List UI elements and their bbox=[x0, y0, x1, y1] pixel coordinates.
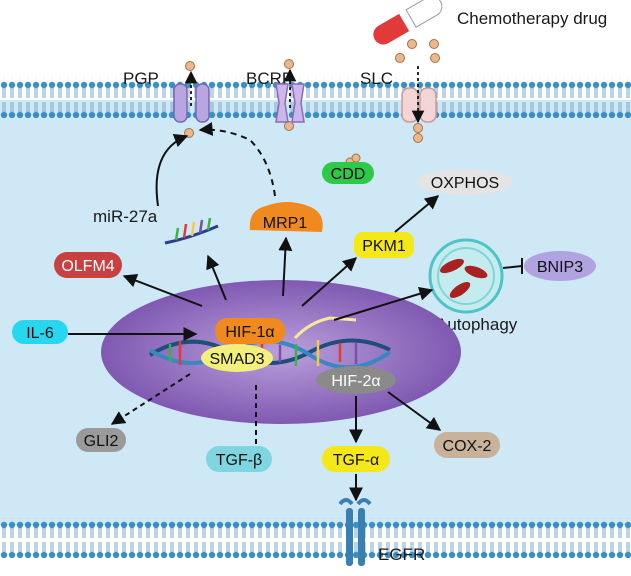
egfr-label: EGFR bbox=[378, 545, 425, 564]
cdd-node: CDD bbox=[322, 162, 374, 184]
arrows bbox=[68, 122, 442, 502]
pgp-label: PGP bbox=[123, 69, 159, 88]
cox2-node: COX-2 bbox=[434, 432, 500, 458]
smad3-node: SMAD3 bbox=[201, 344, 273, 372]
oxphos-node: OXPHOS bbox=[417, 169, 513, 195]
tgfa-node: TGF-α bbox=[322, 446, 390, 472]
tgfb-label: TGF-β bbox=[216, 452, 263, 469]
bnip3-node: BNIP3 bbox=[524, 251, 596, 281]
tgfb-node: TGF-β bbox=[206, 446, 272, 472]
pkm1-node: PKM1 bbox=[354, 232, 414, 258]
egfr-receptor-icon bbox=[338, 498, 372, 566]
plasma-membrane-bottom bbox=[0, 518, 631, 558]
hif2a-node: HIF-2α bbox=[316, 366, 396, 394]
plasma-membrane-top bbox=[0, 78, 631, 118]
chemotherapy-drug-label: Chemotherapy drug bbox=[457, 9, 607, 28]
bcrp-transporter bbox=[275, 68, 305, 123]
hif1a-label: HIF-1α bbox=[225, 324, 274, 341]
gli2-label: GLI2 bbox=[84, 433, 119, 450]
slc-transporter bbox=[401, 66, 437, 124]
mirna-strand-icon bbox=[164, 217, 219, 245]
autophagosome-icon bbox=[428, 238, 504, 314]
olfm4-node: OLFM4 bbox=[54, 252, 122, 278]
hif2a-label: HIF-2α bbox=[331, 373, 380, 390]
smad3-label: SMAD3 bbox=[209, 351, 264, 368]
il6-node: IL-6 bbox=[12, 320, 68, 344]
autophagy-label: Autophagy bbox=[436, 315, 518, 334]
tgfa-label: TGF-α bbox=[333, 452, 380, 469]
inhibition-arrow bbox=[502, 258, 523, 274]
pgp-transporter bbox=[173, 70, 210, 123]
hif1a-node: HIF-1α bbox=[215, 318, 285, 344]
mirna-label: miR-27a bbox=[93, 207, 158, 226]
cox2-label: COX-2 bbox=[443, 438, 492, 455]
olfm4-label: OLFM4 bbox=[61, 258, 114, 275]
mrp1-label: MRP1 bbox=[263, 215, 308, 232]
slc-label: SLC bbox=[360, 69, 393, 88]
chemotherapy-drug-capsule-icon bbox=[373, 0, 443, 45]
oxphos-label: OXPHOS bbox=[431, 175, 499, 192]
mrp1-node: MRP1 bbox=[249, 202, 323, 232]
bnip3-label: BNIP3 bbox=[537, 259, 583, 276]
il6-label: IL-6 bbox=[26, 325, 54, 342]
cdd-label: CDD bbox=[331, 166, 366, 183]
gli2-node: GLI2 bbox=[76, 428, 126, 452]
pkm1-label: PKM1 bbox=[362, 238, 406, 255]
